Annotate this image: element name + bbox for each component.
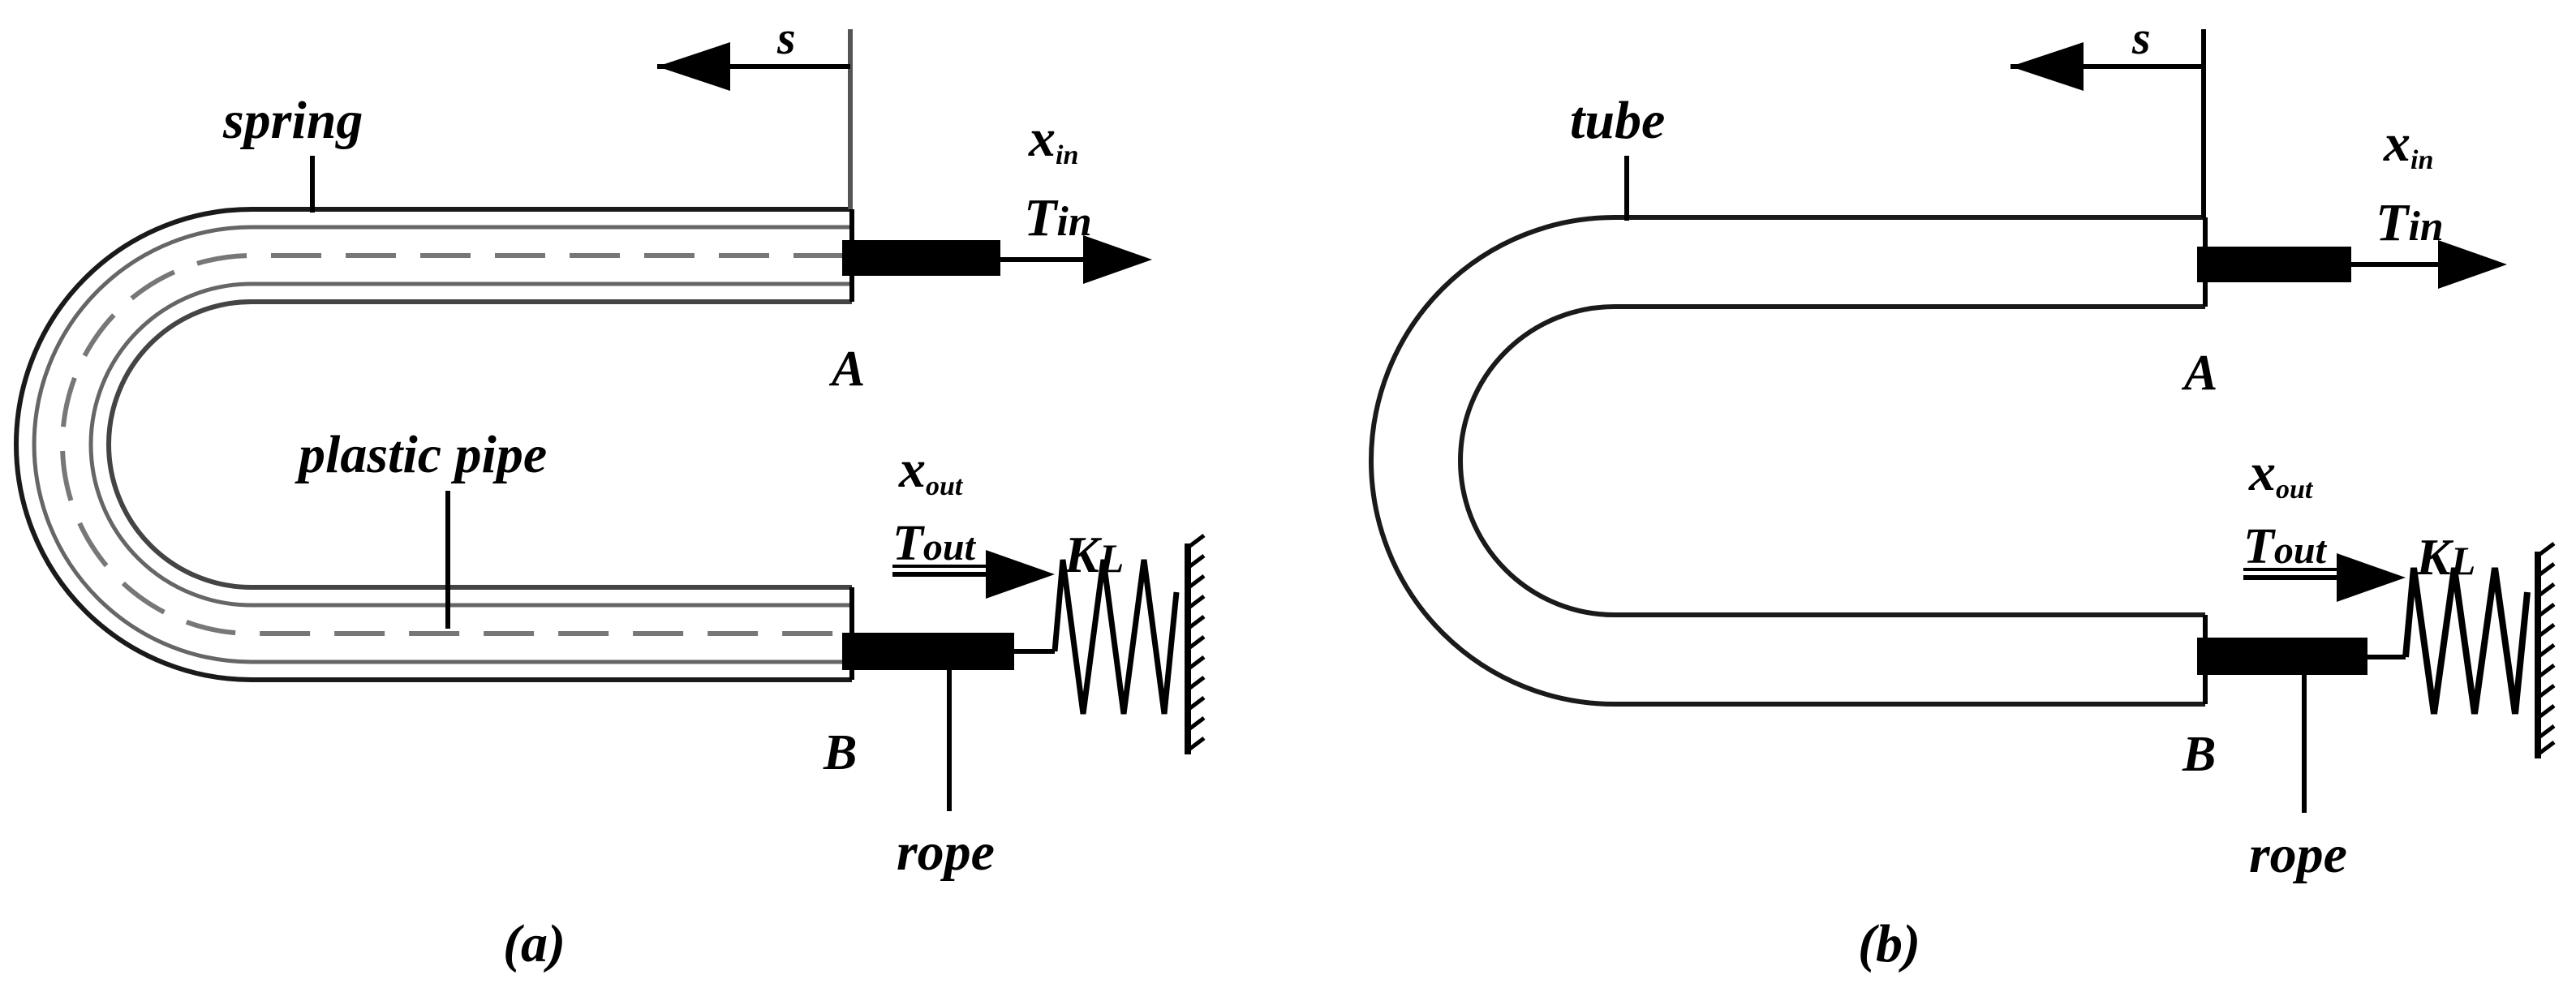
pipe-a-outer-wall	[14, 207, 852, 682]
panel-a: s spring xin Tin A plastic pipe	[14, 11, 1206, 973]
xin-label-a: xin	[1028, 109, 1078, 170]
load-spring-a	[1051, 559, 1180, 715]
tin-label-b: Tin	[2376, 193, 2444, 252]
tin-label-a: Tin	[1024, 188, 1092, 247]
kl-label-a: KL	[1064, 526, 1124, 583]
a-label-a: A	[828, 342, 865, 397]
tin-arrowhead-b	[2438, 240, 2507, 289]
spring-label: spring	[222, 91, 363, 150]
wall-hatch-b	[2536, 542, 2556, 756]
pipe-a-dashed-centerline	[60, 253, 844, 636]
rope-label-a: rope	[897, 823, 995, 882]
load-spring-b	[2402, 567, 2531, 715]
rope-a-input	[842, 240, 1000, 276]
s-arrowhead-a	[657, 42, 730, 91]
b-label-a: B	[823, 725, 857, 780]
b-label-b: B	[2182, 727, 2216, 782]
xout-label-b: xout	[2248, 443, 2314, 505]
tin-arrowhead-a	[1083, 235, 1152, 284]
tout-arrowhead-b	[2337, 553, 2406, 602]
xout-label-a: xout	[898, 440, 964, 501]
caption-a: (a)	[503, 914, 566, 973]
xin-label-b: xin	[2383, 114, 2433, 175]
rope-label-b: rope	[2249, 825, 2347, 884]
tout-label-b: Tout	[2243, 519, 2328, 574]
s-label-a: s	[776, 11, 796, 64]
plastic-pipe-label: plastic pipe	[295, 425, 547, 484]
tube-b-inner-wall	[1458, 304, 2205, 617]
panel-b: s tube xin Tin A xout	[1369, 11, 2556, 973]
pipe-a-upper-inner-wall	[106, 299, 852, 590]
a-label-b: A	[2181, 346, 2217, 401]
kl-label-b: KL	[2415, 528, 2475, 586]
tout-label-a: Tout	[892, 516, 977, 571]
caption-b: (b)	[1858, 914, 1920, 973]
s-arrowhead-b	[2010, 42, 2084, 91]
tube-b-outer-wall	[1369, 215, 2205, 707]
rope-b-output	[842, 633, 1014, 670]
s-label-b: s	[2131, 11, 2151, 64]
rope-b-output-b	[2197, 638, 2367, 675]
tube-label: tube	[1570, 91, 1665, 150]
wall-hatch-a	[1186, 534, 1206, 752]
tout-arrowhead-a	[986, 550, 1055, 599]
rope-b-input	[2197, 247, 2351, 282]
spring-a-outer-line	[32, 225, 852, 664]
spring-a-inner-line	[88, 281, 852, 608]
